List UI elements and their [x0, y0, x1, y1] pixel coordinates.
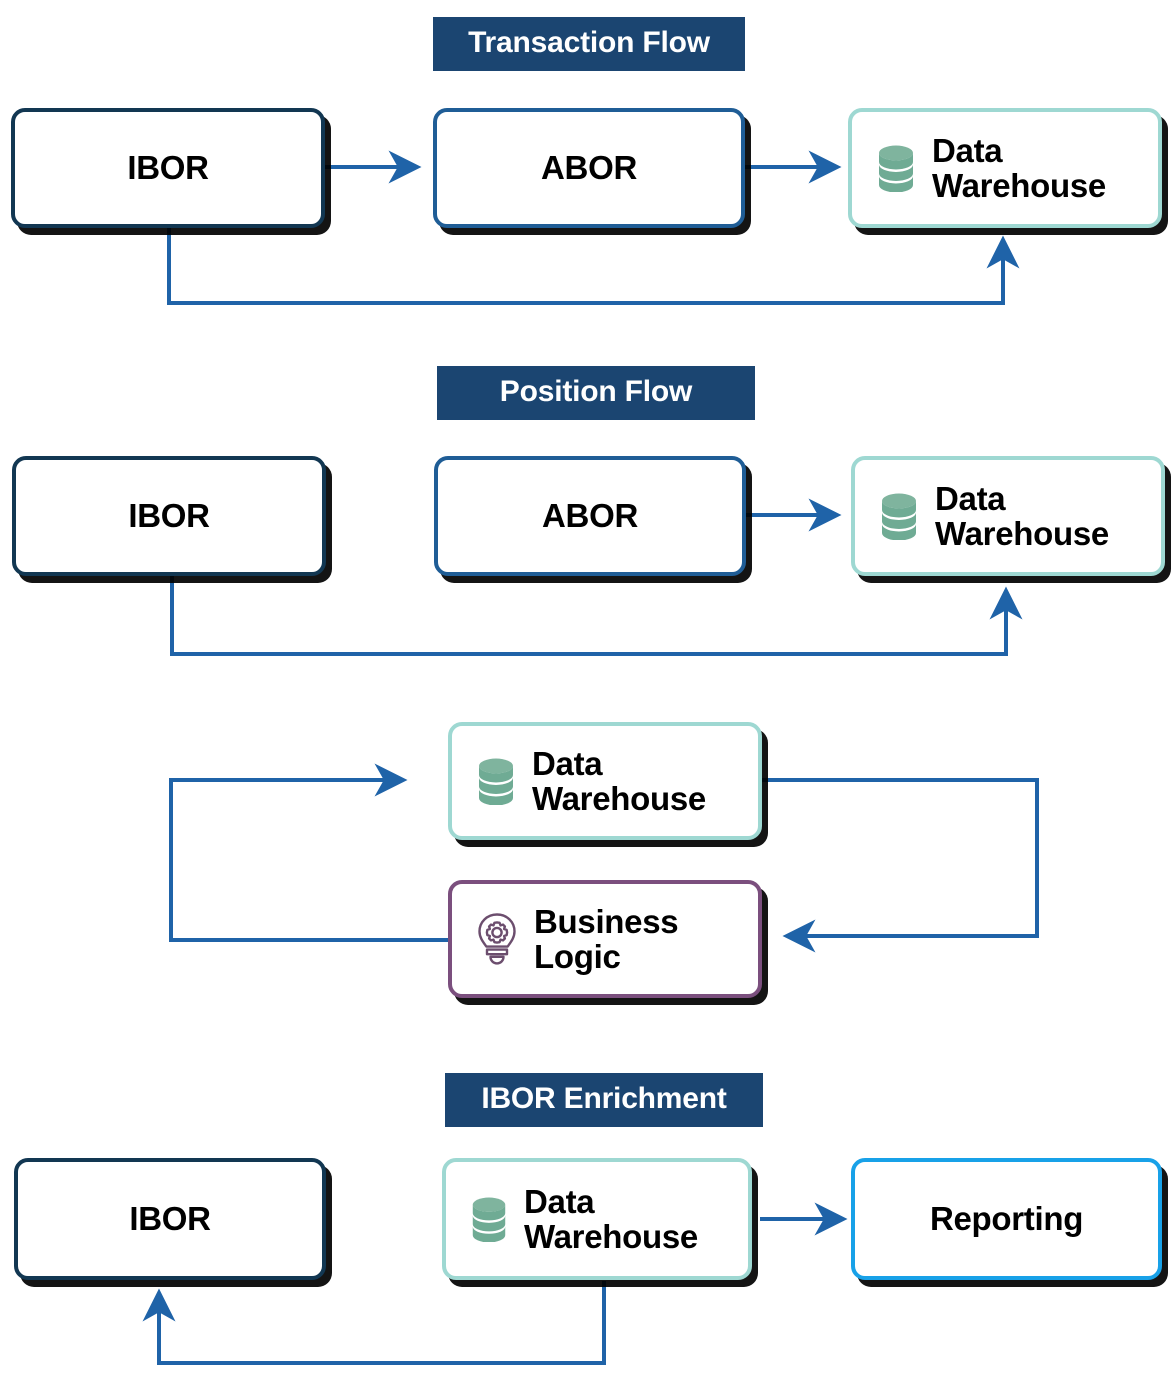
- section-header-position-flow: Position Flow: [437, 366, 755, 420]
- node-transaction-flow-ibor[interactable]: IBOR: [11, 108, 325, 228]
- section-header-ibor-enrichment: IBOR Enrichment: [445, 1073, 763, 1127]
- wire-bl-to-dw-loop: [169, 763, 450, 942]
- node-ibor-enrichment-data-warehouse[interactable]: Data Warehouse: [442, 1158, 752, 1280]
- wire-dw-to-bl-loop: [762, 778, 1039, 953]
- wire-tf-ibor-to-dw-loop: [167, 228, 1020, 305]
- node-loop-business-logic[interactable]: Business Logic: [448, 880, 762, 998]
- node-position-flow-data-warehouse[interactable]: Data Warehouse: [851, 456, 1165, 576]
- node-label: Data Warehouse: [532, 744, 706, 817]
- node-ibor-enrichment-reporting[interactable]: Reporting: [851, 1158, 1162, 1280]
- section-header-transaction-flow: Transaction Flow: [433, 17, 745, 71]
- node-label: IBOR: [129, 1200, 211, 1238]
- node-label: ABOR: [541, 149, 637, 187]
- database-icon: [882, 493, 916, 540]
- database-icon: [479, 758, 513, 805]
- node-label: Business Logic: [534, 902, 679, 975]
- node-transaction-flow-data-warehouse[interactable]: Data Warehouse: [848, 108, 1162, 228]
- node-label: Reporting: [929, 1200, 1084, 1238]
- node-ibor-enrichment-ibor[interactable]: IBOR: [14, 1158, 326, 1280]
- node-label: Data Warehouse: [524, 1182, 698, 1255]
- node-label: Data Warehouse: [932, 131, 1106, 204]
- node-position-flow-abor[interactable]: ABOR: [434, 456, 746, 576]
- wire-pf-ibor-to-dw-loop: [170, 576, 1023, 656]
- database-icon: [879, 145, 913, 192]
- node-label: Data Warehouse: [935, 479, 1109, 552]
- lightbulb-gear-icon: [478, 913, 516, 965]
- node-loop-data-warehouse[interactable]: Data Warehouse: [448, 722, 762, 840]
- node-transaction-flow-abor[interactable]: ABOR: [433, 108, 745, 228]
- node-label: IBOR: [127, 149, 209, 187]
- node-label: ABOR: [542, 497, 638, 535]
- database-icon: [472, 1197, 506, 1242]
- node-label: IBOR: [128, 497, 210, 535]
- node-position-flow-ibor[interactable]: IBOR: [12, 456, 326, 576]
- wire-ie-dw-to-ibor-loop: [142, 1281, 606, 1365]
